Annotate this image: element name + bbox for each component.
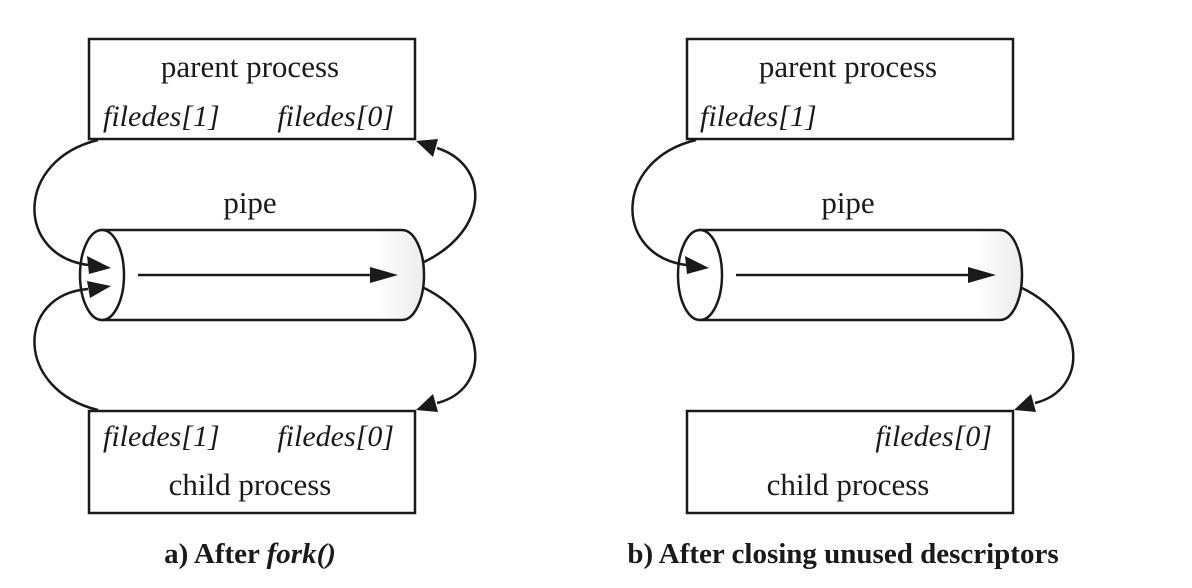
pipe-tube-a — [78, 228, 426, 322]
child-read-arrowhead-a — [416, 394, 438, 412]
caption-a-emph: fork() — [267, 538, 336, 570]
diagram-a: parent process filedes[1] filedes[0] pip… — [33, 37, 477, 570]
caption-a-prefix: a) After — [164, 538, 267, 570]
parent-fd1-label-b: filedes[1] — [700, 100, 817, 133]
child-process-label-a: child process — [169, 467, 332, 502]
parent-fd1-label-a: filedes[1] — [103, 100, 220, 133]
child-process-label-b: child process — [767, 467, 930, 502]
parent-fd0-label-a: filedes[0] — [277, 100, 394, 133]
parent-write-arrowhead-a — [87, 256, 111, 274]
child-write-arrow-a — [33, 287, 99, 412]
child-read-arrow-a — [423, 286, 477, 405]
child-fd0-label-b: filedes[0] — [875, 420, 992, 453]
parent-write-arrow-b — [631, 138, 697, 267]
parent-write-arrow-a — [33, 138, 99, 267]
parent-process-box-a — [87, 37, 417, 141]
parent-process-label-a: parent process — [161, 49, 339, 84]
data-flow-arrowhead-b — [968, 267, 996, 283]
parent-process-label-b: parent process — [759, 49, 937, 84]
child-process-box-b — [685, 409, 1015, 515]
child-read-arrow-b — [1021, 286, 1075, 405]
child-fd1-label-a: filedes[1] — [103, 420, 220, 453]
diagram-b: parent process filedes[1] pipe filedes[0… — [627, 37, 1075, 570]
pipe-tube-b — [676, 228, 1024, 322]
pipe-label-a: pipe — [223, 185, 276, 220]
child-write-arrowhead-a — [87, 281, 111, 298]
caption-b: b) After closing unused descriptors — [627, 538, 1058, 570]
parent-process-box-b — [685, 37, 1015, 141]
parent-write-arrowhead-b — [685, 256, 709, 274]
parent-read-arrow-a — [423, 146, 477, 264]
pipe-label-b: pipe — [821, 185, 874, 220]
data-flow-arrowhead-a — [370, 267, 398, 283]
child-read-arrowhead-b — [1014, 394, 1036, 412]
caption-a: a) After fork() — [164, 538, 336, 570]
parent-read-arrowhead-a — [416, 139, 438, 157]
child-fd0-label-a: filedes[0] — [277, 420, 394, 453]
child-process-box-a — [87, 409, 417, 515]
